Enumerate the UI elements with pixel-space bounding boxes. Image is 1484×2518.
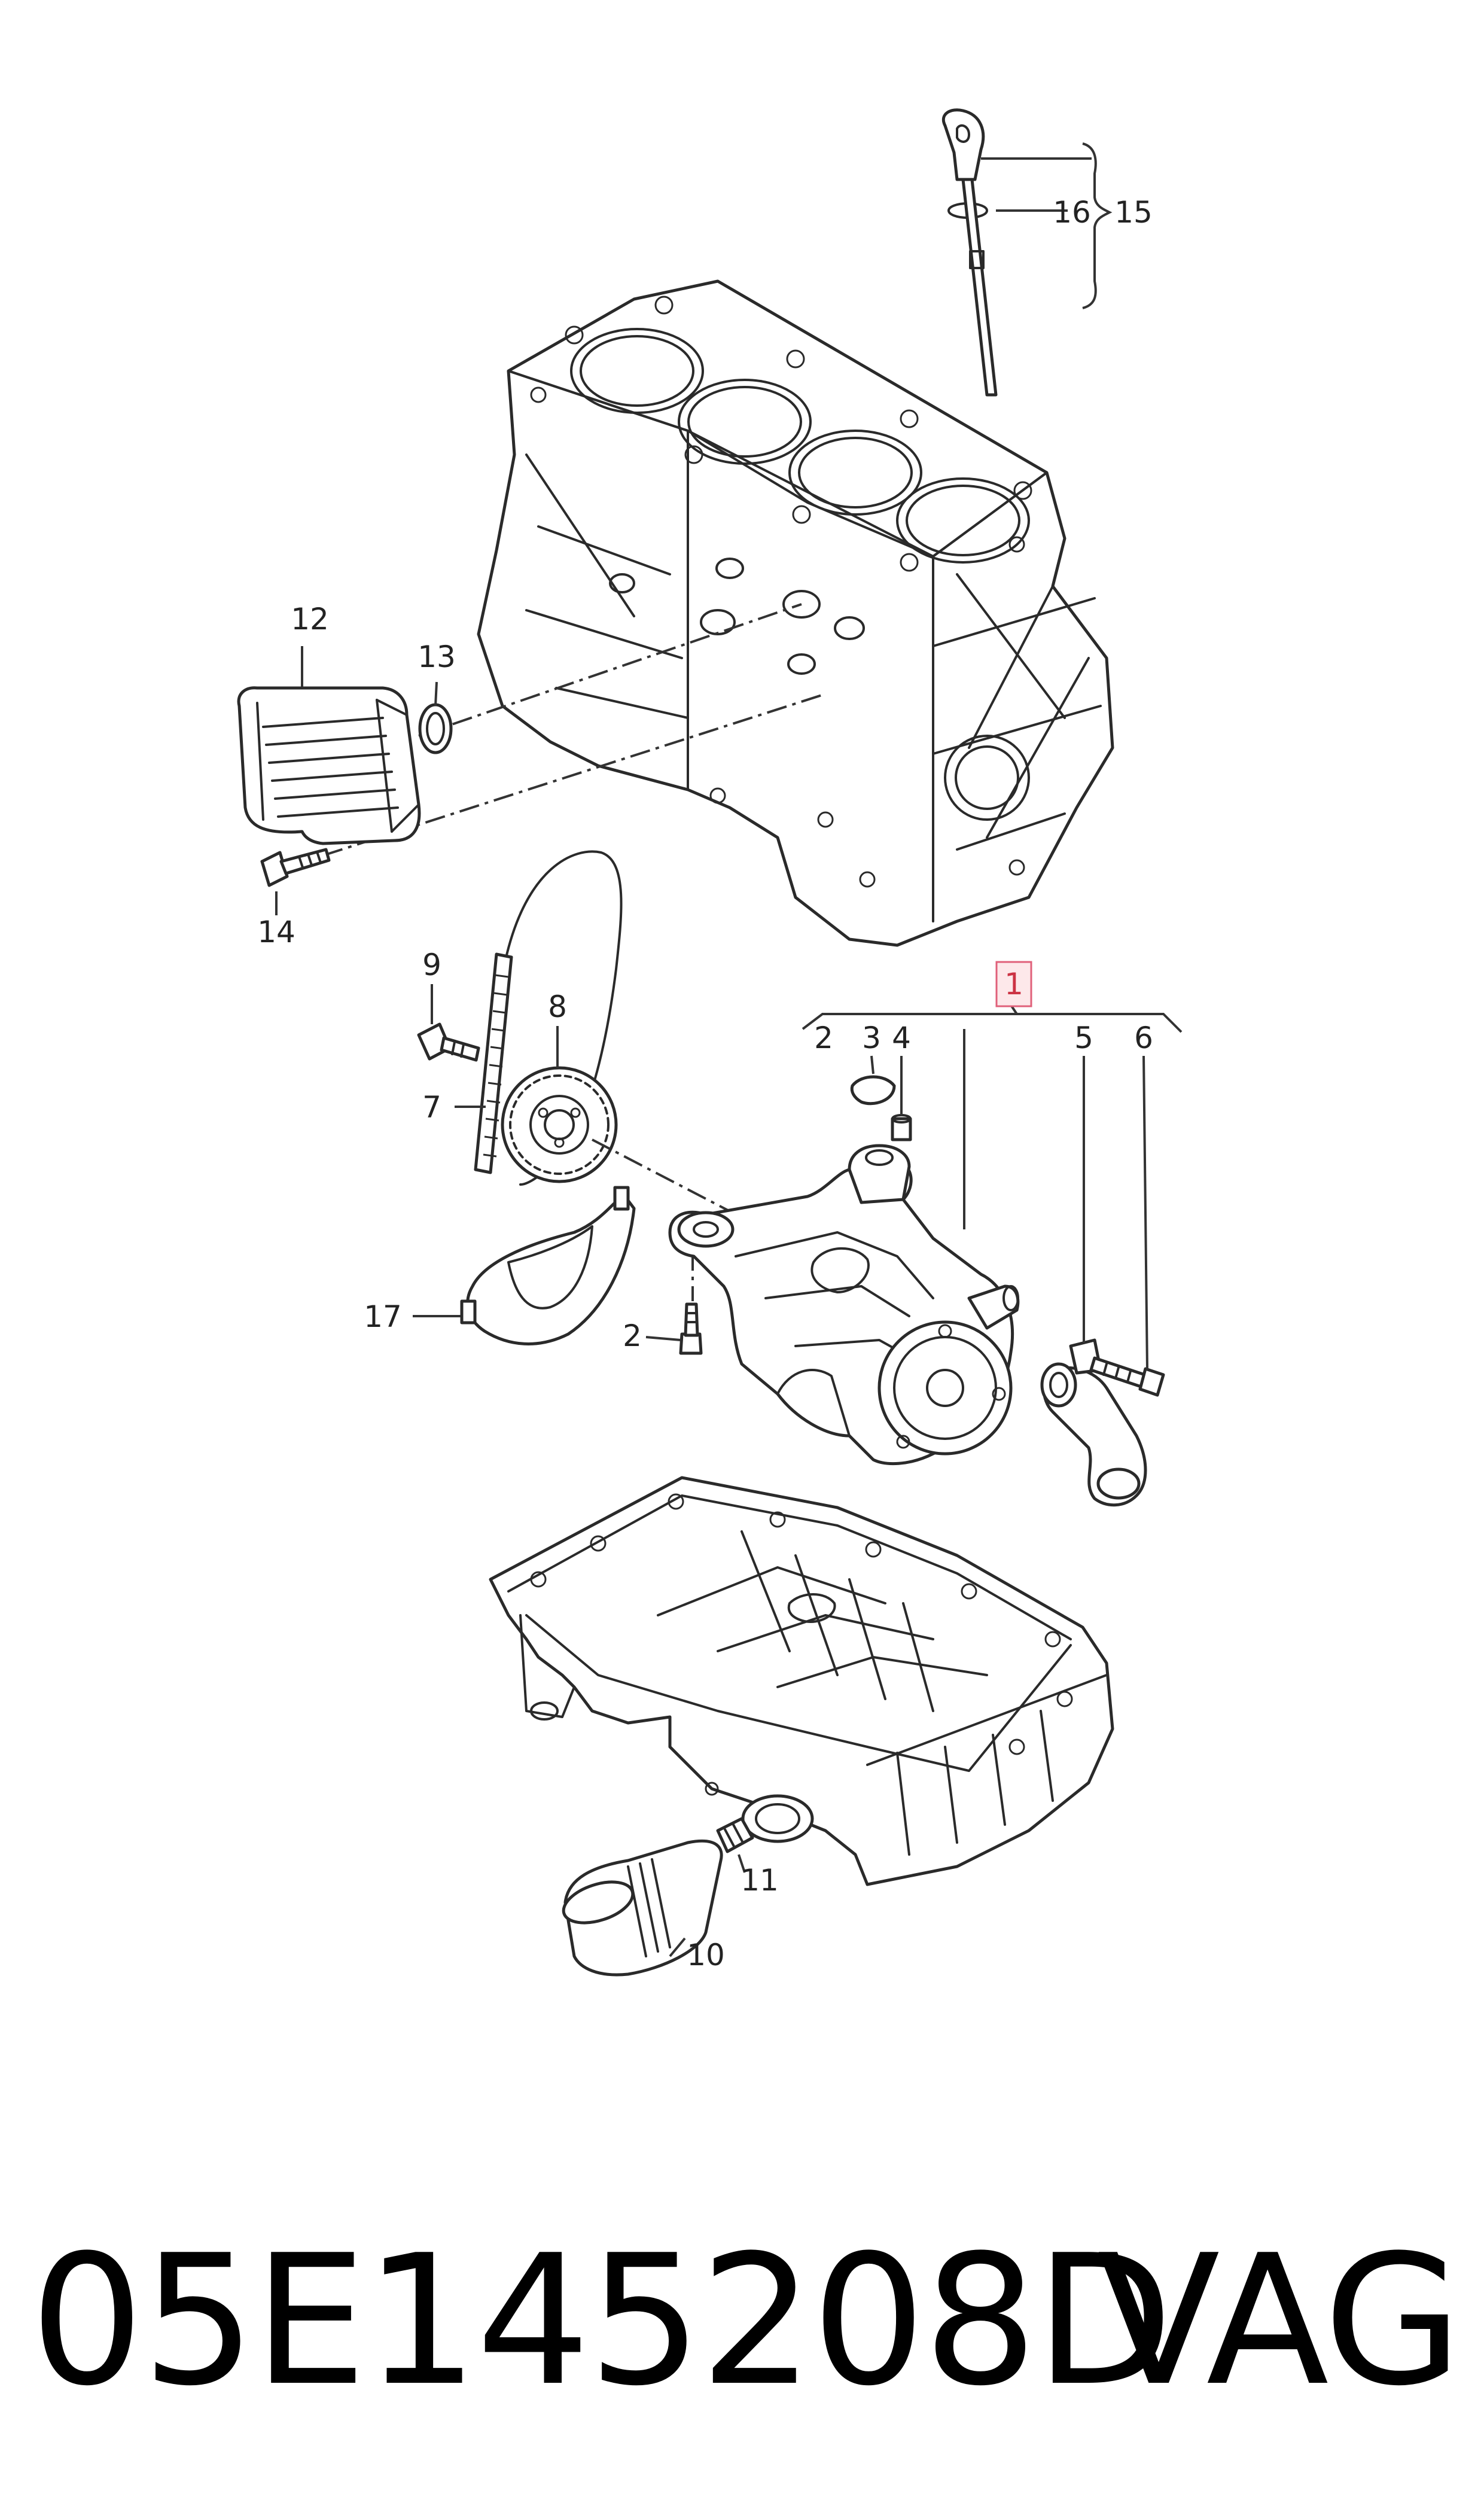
callout-4: 4 <box>892 1021 911 1055</box>
sprocket-bolt <box>417 1022 480 1062</box>
cooler-bolt <box>260 848 331 887</box>
callout-7: 7 <box>422 1090 441 1125</box>
callout-16: 16 <box>1053 195 1091 230</box>
oil-pump <box>668 1144 1020 1465</box>
callout-17: 17 <box>364 1299 402 1334</box>
pump-seal <box>850 1075 896 1106</box>
oil-cooler <box>237 686 421 845</box>
callout-9: 9 <box>422 948 441 982</box>
callout-2-bolt: 2 <box>623 1319 642 1353</box>
chain-sprocket <box>501 1066 618 1183</box>
callout-1: 1 <box>1004 967 1023 1001</box>
pump-bolt <box>679 1302 703 1355</box>
callout-1-highlight <box>995 961 1032 1007</box>
callout-3: 3 <box>862 1021 881 1055</box>
callout-5: 5 <box>1074 1021 1093 1055</box>
dipstick <box>941 108 1113 397</box>
pickup-bolt <box>1089 1356 1165 1397</box>
callout-15: 15 <box>1114 195 1153 230</box>
sprocket-axis <box>592 1138 742 1219</box>
callout-12: 12 <box>291 602 329 637</box>
dowel-sleeve <box>891 1114 912 1141</box>
exploded-parts-diagram: 1 2 2 3 4 5 6 7 8 9 10 11 12 13 14 15 16… <box>237 108 1183 1977</box>
engine-block <box>477 279 1114 947</box>
callout-10: 10 <box>687 1938 725 1972</box>
callout-11: 11 <box>741 1863 779 1898</box>
callout-14: 14 <box>257 915 295 949</box>
o-ring <box>418 703 453 754</box>
callout-8: 8 <box>548 989 567 1024</box>
cooler-axis-upper <box>418 603 802 737</box>
callout-13: 13 <box>418 640 456 674</box>
callout-6: 6 <box>1134 1021 1153 1055</box>
filter-stud <box>716 1817 754 1853</box>
oil-sump <box>489 1476 1114 1886</box>
part-number-caption: 05E145208D <box>30 2216 1174 2425</box>
callout-2-pump: 2 <box>814 1021 833 1055</box>
chain-guard <box>460 1186 636 1345</box>
brand-caption: VAG <box>1097 2216 1462 2425</box>
